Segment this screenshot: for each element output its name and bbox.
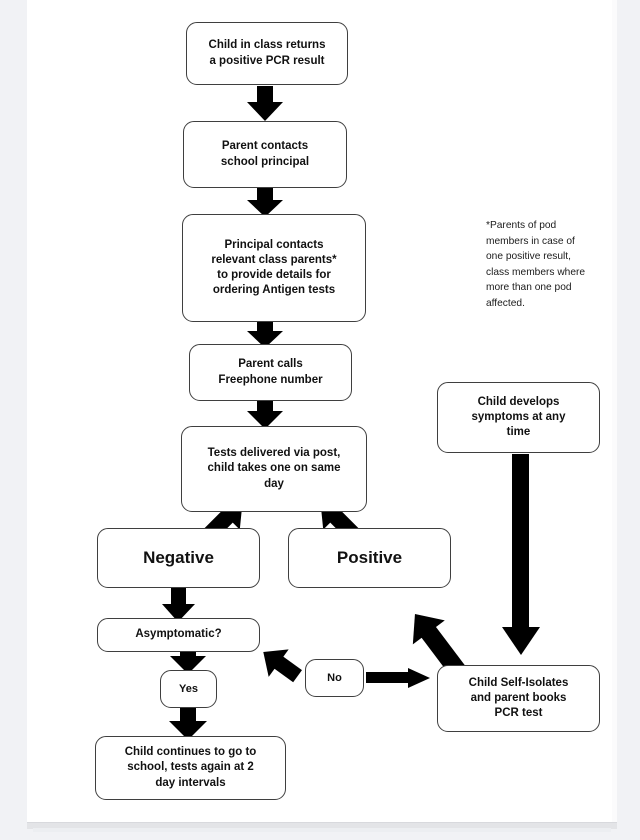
node-child-self-isolates[interactable]: Child Self-Isolates and parent books PCR… [437,665,600,732]
node-label: Negative [143,547,214,567]
footnote-text: *Parents of pod members in case of one p… [486,220,586,309]
arrow-n6-n9 [162,586,195,622]
sheet-right-edge [612,0,617,822]
node-label: Child Self-Isolates and parent books PCR… [468,676,569,720]
node-tests-delivered[interactable]: Tests delivered via post, child takes on… [181,426,367,512]
arrow-n1-n2 [247,86,283,121]
node-asymptomatic[interactable]: Asymptomatic? [97,618,260,652]
node-label: No [327,671,342,684]
node-yes[interactable]: Yes [160,670,217,708]
node-label: Positive [336,547,403,567]
node-label: Principal contacts relevant class parent… [211,238,337,297]
node-label: Parent calls Freephone number [218,358,323,386]
node-principal-contacts-parents[interactable]: Principal contacts relevant class parent… [182,214,366,322]
node-label: Child continues to go to school, tests a… [124,746,257,789]
node-parent-contacts-principal[interactable]: Parent contacts school principal [183,121,347,188]
arrow-n4-n5 [247,401,283,429]
node-label: Parent contacts school principal [220,140,310,168]
node-label: Child develops symptoms at any time [471,395,566,439]
node-label: Child in class returns a positive PCR re… [208,39,326,67]
arrow-n2-n3 [247,188,283,217]
node-no[interactable]: No [305,659,364,697]
sheet-bottom-shadow-inner [33,828,611,832]
sheet-bottom-shadow [27,822,617,829]
node-parent-calls-freephone[interactable]: Parent calls Freephone number [189,344,352,401]
node-child-continues-school[interactable]: Child continues to go to school, tests a… [95,736,286,800]
node-negative[interactable]: Negative [97,528,260,588]
node-child-positive-pcr[interactable]: Child in class returns a positive PCR re… [186,22,348,85]
arrow-n11-n12 [366,668,430,688]
node-label: Asymptomatic? [135,628,222,641]
node-label: Yes [179,682,198,695]
arrow-n8-n12 [502,454,540,655]
node-child-develops-symptoms[interactable]: Child develops symptoms at any time [437,382,600,453]
arrow-n9-n11 [263,649,302,683]
node-positive[interactable]: Positive [288,528,451,588]
node-label: Tests delivered via post, child takes on… [207,447,341,490]
